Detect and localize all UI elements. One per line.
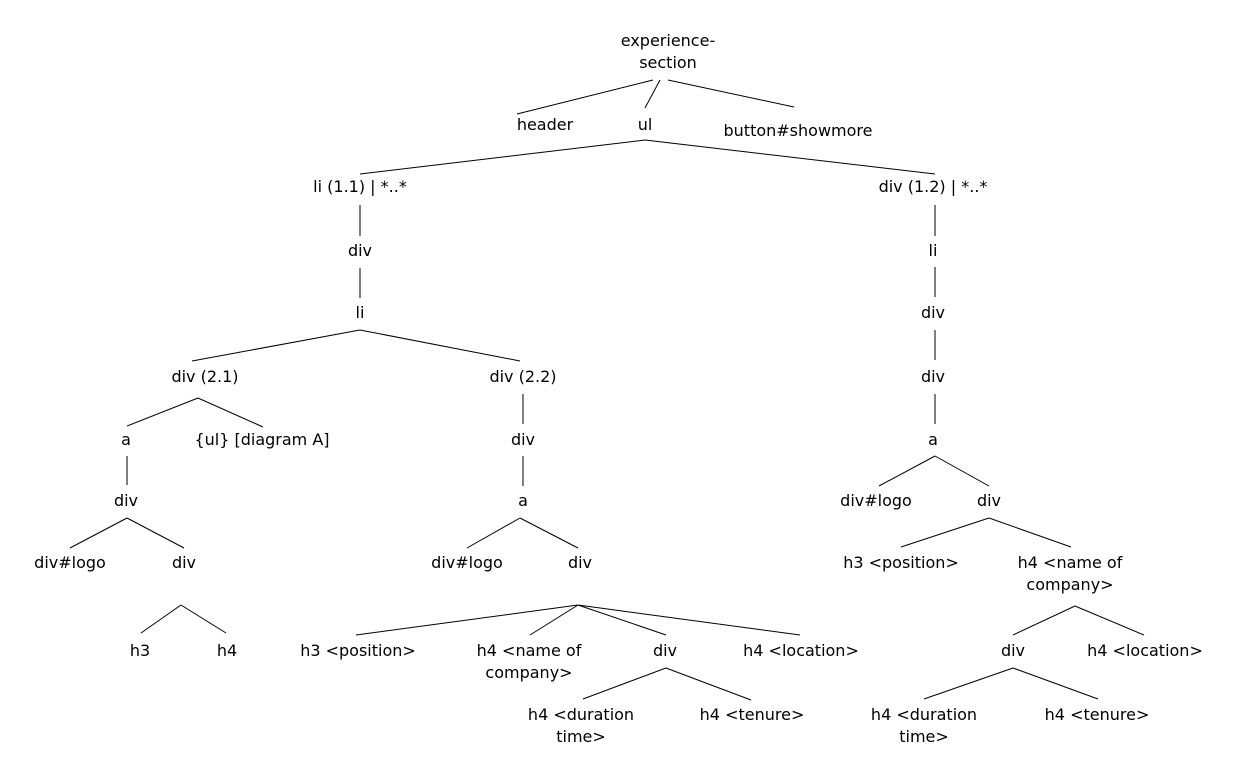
node-div_dur3: div bbox=[1001, 641, 1025, 660]
tree-edge bbox=[577, 604, 801, 636]
tree-edge bbox=[665, 667, 752, 701]
node-r_div1: div bbox=[921, 303, 945, 322]
node-a1: a bbox=[121, 430, 131, 449]
node-l_li: li bbox=[356, 303, 365, 322]
tree-labels: experience-section header ul button#showmor… bbox=[34, 31, 1203, 746]
node-h3_2: h3 <position> bbox=[300, 641, 416, 660]
node-div3: div bbox=[977, 491, 1001, 510]
node-div_a1: div bbox=[114, 491, 138, 510]
tree-edge bbox=[516, 79, 654, 115]
tree-edge bbox=[180, 604, 227, 634]
node-h4_loc2: h4 <location> bbox=[743, 641, 859, 660]
tree-edge bbox=[1074, 605, 1145, 636]
tree-edge bbox=[69, 517, 128, 549]
node-l_div1: div bbox=[348, 241, 372, 260]
node-ul_ref: {ul} [diagram A] bbox=[194, 430, 329, 449]
node-a3: a bbox=[928, 430, 938, 449]
node-logo2: div#logo bbox=[431, 553, 503, 572]
tree-edge bbox=[878, 455, 936, 487]
node-div2: div bbox=[568, 553, 592, 572]
tree-edge bbox=[355, 604, 579, 636]
node-logo3: div#logo bbox=[840, 491, 912, 510]
node-h4_1: h4 bbox=[217, 641, 237, 660]
tree-edge bbox=[126, 397, 199, 427]
tree-edge bbox=[529, 604, 579, 636]
node-div12: div (1.2) | *..* bbox=[879, 177, 988, 196]
node-h4_loc3: h4 <location> bbox=[1087, 641, 1203, 660]
node-ul: ul bbox=[638, 115, 653, 134]
node-div_dur2: div bbox=[653, 641, 677, 660]
node-li11: li (1.1) | *..* bbox=[313, 177, 407, 196]
node-div22_div: div bbox=[511, 430, 535, 449]
node-h3_1: h3 bbox=[130, 641, 150, 660]
node-root: experience-section bbox=[621, 31, 715, 72]
node-a2: a bbox=[518, 491, 528, 510]
tree-edge bbox=[923, 667, 1014, 700]
node-logo1: div#logo bbox=[34, 553, 106, 572]
node-header: header bbox=[517, 115, 574, 134]
tree-edge bbox=[667, 79, 795, 108]
tree-edge bbox=[582, 667, 667, 700]
tree-edge bbox=[140, 604, 182, 634]
tree-edge bbox=[577, 604, 667, 636]
tree-edge bbox=[988, 517, 1072, 548]
node-div_b1: div bbox=[172, 553, 196, 572]
tree-edge bbox=[644, 79, 661, 109]
node-h3_3: h3 <position> bbox=[843, 553, 959, 572]
node-r_li: li bbox=[929, 241, 938, 260]
node-div21: div (2.1) bbox=[171, 367, 238, 386]
node-h4_ten3: h4 <tenure> bbox=[1045, 705, 1150, 724]
node-h4_ten2: h4 <tenure> bbox=[700, 705, 805, 724]
tree-edge bbox=[191, 329, 361, 362]
tree-edge bbox=[359, 329, 521, 362]
tree-edge bbox=[900, 517, 990, 548]
tree-edge bbox=[644, 139, 936, 175]
node-div22: div (2.2) bbox=[489, 367, 556, 386]
tree-edge bbox=[466, 517, 521, 549]
tree-edge bbox=[1012, 605, 1076, 636]
tree-edge bbox=[197, 397, 264, 428]
node-r_div2: div bbox=[921, 367, 945, 386]
tree-edge bbox=[359, 139, 646, 175]
tree-edges bbox=[69, 79, 1145, 701]
tree-edge bbox=[519, 517, 579, 549]
tree-edge bbox=[126, 517, 185, 549]
tree-edge bbox=[1012, 667, 1099, 700]
tree-edge bbox=[934, 455, 990, 487]
node-button: button#showmore bbox=[724, 121, 873, 140]
